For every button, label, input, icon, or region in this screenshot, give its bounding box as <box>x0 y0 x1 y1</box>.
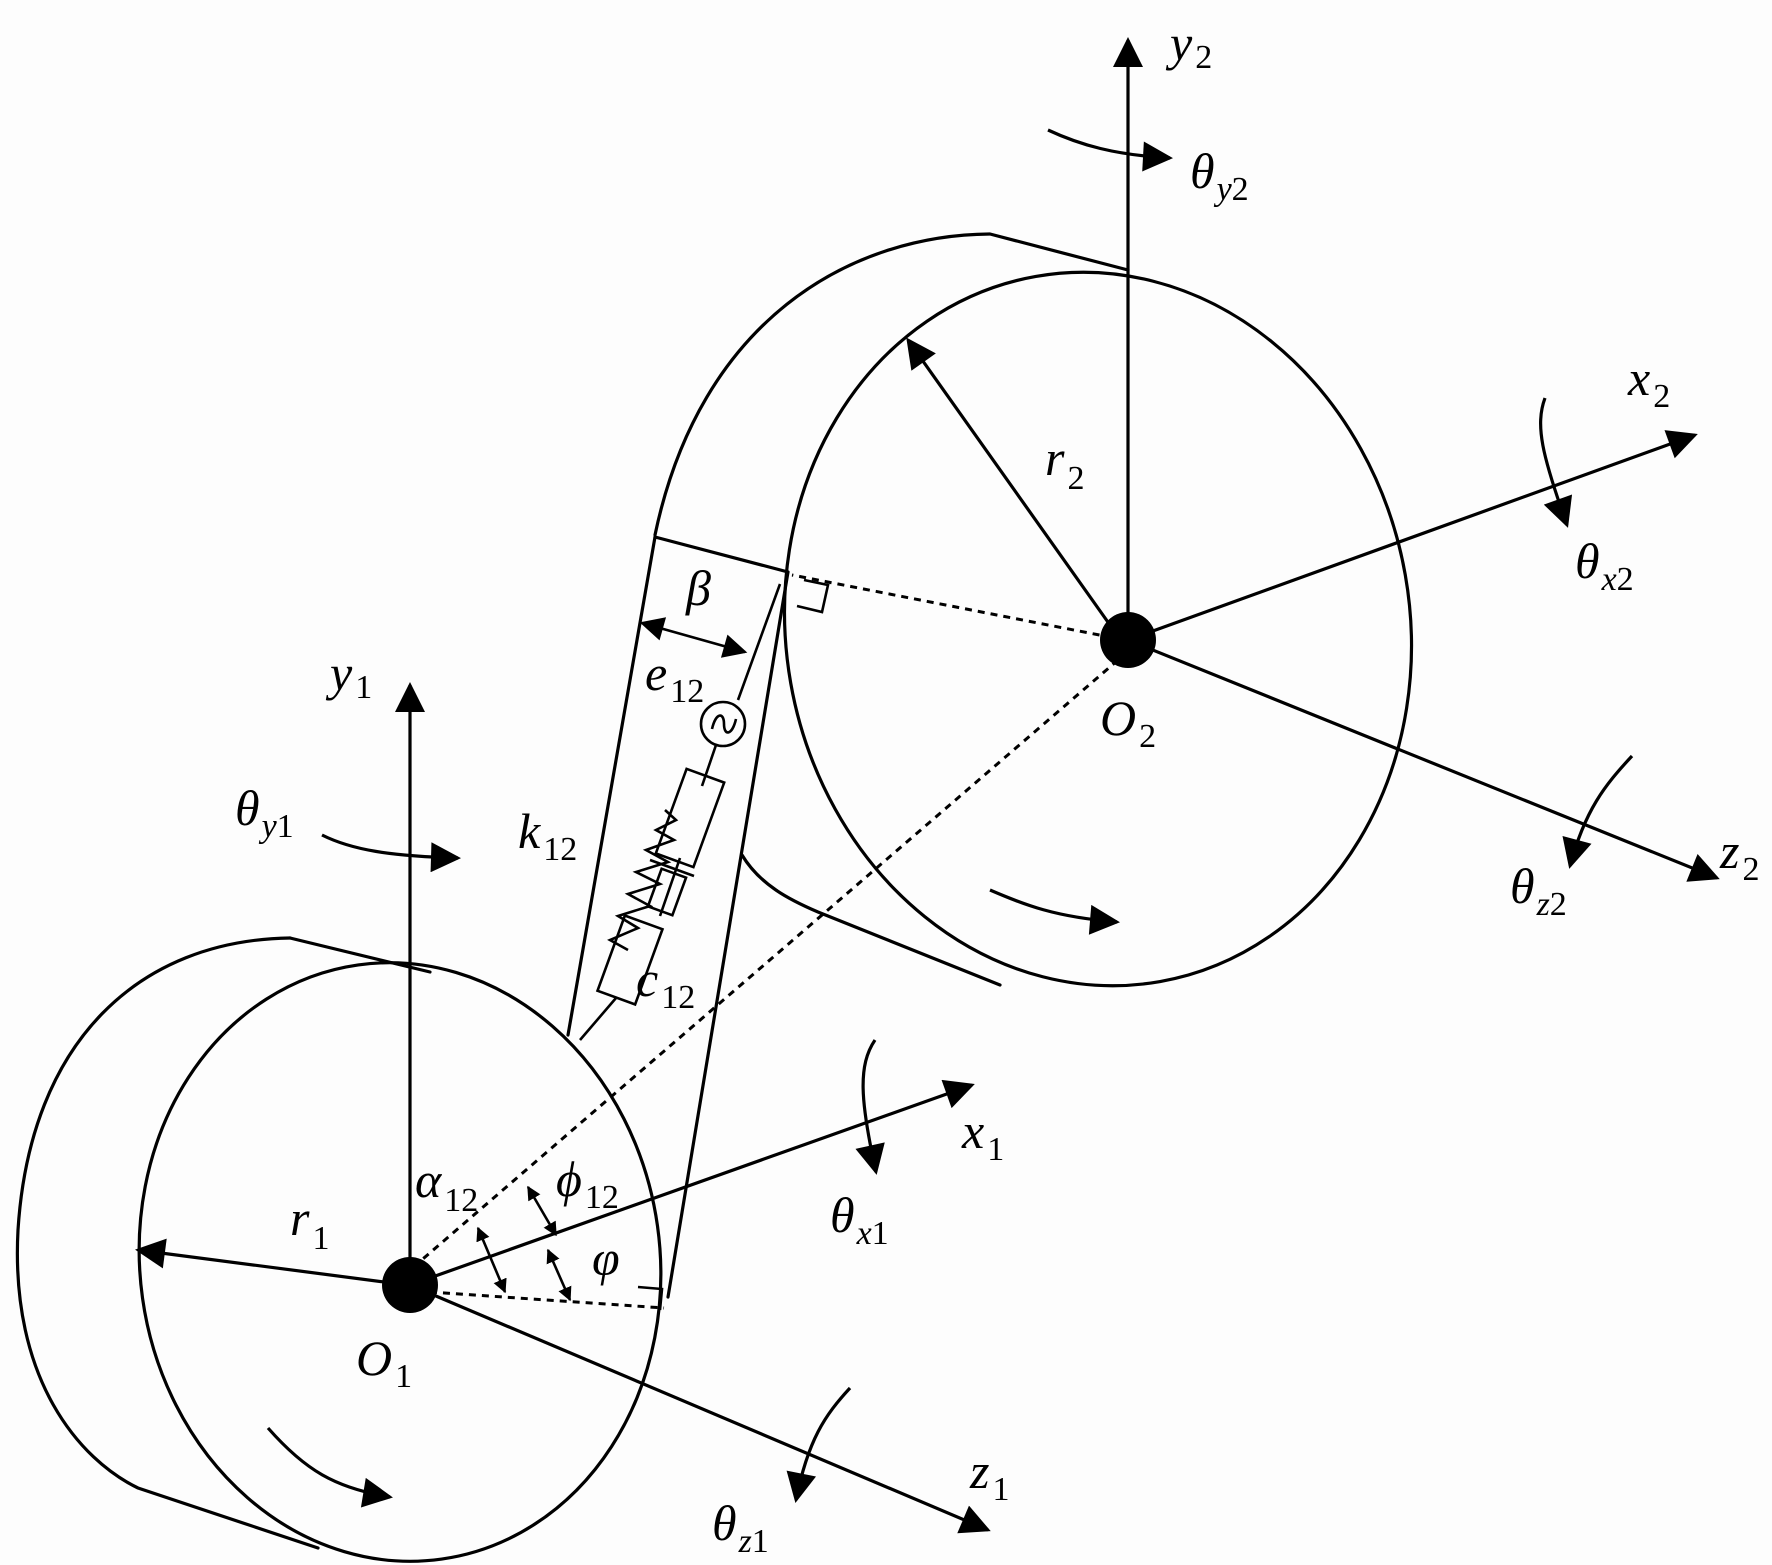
damper-lower-box <box>595 913 665 1007</box>
z1-axis <box>409 1283 991 1534</box>
label-r1: r1 <box>290 1190 329 1257</box>
x2-axis <box>1127 430 1698 642</box>
spring-damper <box>579 583 782 1041</box>
belt-top-edge <box>653 535 790 574</box>
z2-axis <box>1127 638 1720 882</box>
label-theta-z1: θz1 <box>712 1495 769 1560</box>
label-theta-z2: θz2 <box>1510 858 1567 923</box>
x1-axis <box>409 1079 975 1287</box>
label-varphi: φ <box>592 1230 620 1286</box>
dash-o2-to-contact <box>791 573 1126 642</box>
angle-markers-o1 <box>476 1185 572 1302</box>
spring-lower-lead <box>579 997 617 1041</box>
theta-y1-rotation-arrow <box>321 833 461 873</box>
axes-pulley-1 <box>135 682 991 1534</box>
damper-upper-box <box>654 767 726 869</box>
theta-x2-rotation-arrow <box>1539 397 1573 528</box>
label-o1: O1 <box>356 1330 412 1395</box>
label-c12: c12 <box>636 951 695 1016</box>
pulley-1-spin-arrow <box>266 1426 393 1508</box>
label-theta-x2: θx2 <box>1575 533 1634 598</box>
pulley-2-front-face <box>782 270 1414 988</box>
theta-y2-rotation-arrow <box>1047 128 1173 172</box>
beta-e12-arrow <box>639 617 748 658</box>
theta-x1-rotation-arrow <box>855 1039 885 1175</box>
pulley-2-back-rim <box>653 232 1130 537</box>
r1-radius-arrow <box>135 1238 393 1285</box>
spring-upper-lead <box>736 583 782 701</box>
label-theta-x1: θx1 <box>830 1187 889 1252</box>
labels: y2 θy2 x2 r2 θx2 β e12 O2 y1 θy1 k12 θz2… <box>235 15 1759 1560</box>
damper-rod <box>658 857 682 917</box>
phi12-arrow <box>526 1185 558 1237</box>
label-theta-y1: θy1 <box>235 780 294 845</box>
axes-pulley-2 <box>906 37 1720 935</box>
label-r2: r2 <box>1045 430 1084 497</box>
excitation-source-symbol <box>699 700 747 748</box>
label-o2: O2 <box>1100 690 1156 755</box>
pulley-1-back-rim-top <box>288 936 432 974</box>
dash-o1-to-contact <box>429 1290 665 1310</box>
label-x1: x1 <box>961 1103 1004 1168</box>
label-e12: e12 <box>645 645 704 710</box>
center-o2 <box>1100 612 1156 668</box>
label-alpha12: α12 <box>415 1152 478 1219</box>
damper-cap <box>649 858 695 878</box>
label-y1: y1 <box>325 645 372 706</box>
varphi-arrow <box>546 1248 572 1302</box>
label-beta: β <box>685 560 711 616</box>
label-z1: z1 <box>969 1443 1009 1508</box>
pulley-1 <box>15 936 663 1563</box>
label-theta-y2: θy2 <box>1190 143 1249 208</box>
pulley-2 <box>653 232 1414 988</box>
damper-piston <box>646 867 688 917</box>
pulley-2-spin-arrow <box>989 888 1120 935</box>
right-angle-mark-top <box>796 578 830 614</box>
belt-right-edge <box>666 570 790 1299</box>
pulley-2-back-rim-lower <box>740 853 1002 987</box>
center-o1 <box>382 1257 438 1313</box>
right-angle-mark-bottom <box>637 1285 664 1311</box>
construction-lines <box>409 573 1126 1311</box>
label-phi12: ϕ12 <box>556 1151 619 1216</box>
dash-o2-to-o1 <box>409 658 1119 1272</box>
excitation-wave <box>710 714 738 734</box>
label-y2: y2 <box>1165 15 1212 76</box>
pulley-1-front-face <box>137 961 663 1563</box>
label-k12: k12 <box>518 803 577 868</box>
theta-z1-rotation-arrow <box>786 1386 852 1503</box>
spring-coil <box>607 809 679 952</box>
spring-lead-2 <box>700 744 718 787</box>
theta-z2-rotation-arrow <box>1562 754 1634 869</box>
pulley-1-back-rim <box>15 936 320 1550</box>
label-x2: x2 <box>1627 350 1670 415</box>
label-z2: z2 <box>1719 823 1759 888</box>
r2-radius-arrow <box>906 337 1112 626</box>
alpha12-arrow <box>476 1226 507 1294</box>
